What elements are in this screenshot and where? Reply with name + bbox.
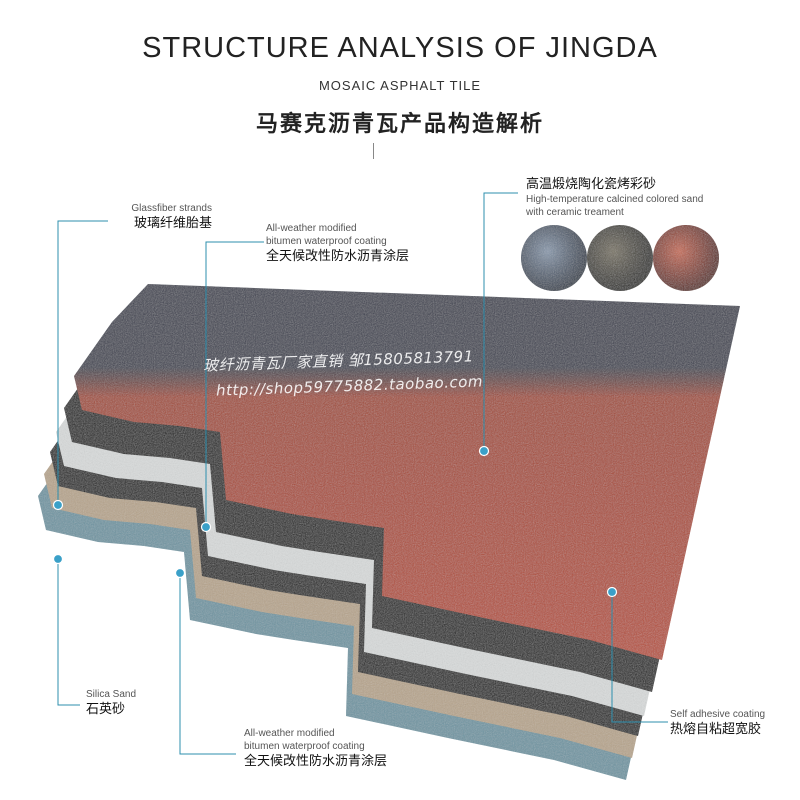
label-sand-en2: with ceramic treament [526,207,624,218]
label-glassfiber-en: Glassfiber strands [131,203,212,214]
label-coating-top-en2: bitumen waterproof coating [266,236,387,247]
label-glassfiber-cn: 玻璃纤维胎基 [133,216,212,231]
page-subtitle: MOSAIC ASPHALT TILE [318,78,482,93]
label-adhesive: Self adhesive coating 热熔自粘超宽胶 [670,708,765,736]
label-coating-top: All-weather modified bitumen waterproof … [266,222,409,263]
label-silica: Silica Sand 石英砂 [86,688,136,716]
leader-coating-bottom [179,573,236,755]
sand-sample-blue [521,225,587,291]
leader-glassfiber [57,220,108,503]
label-sand-cn: 高温煅烧陶化瓷烤彩砂 [526,177,657,192]
label-sand-en1: High-temperature calcined colored sand [526,194,704,205]
leader-sand [483,192,518,450]
label-coating-bottom-cn: 全天候改性防水沥青涂层 [244,754,388,769]
leader-dots [52,445,618,598]
label-coating-bottom: All-weather modified bitumen waterproof … [244,727,387,768]
label-adhesive-en: Self adhesive coating [670,709,766,720]
page-title: STRUCTURE ANALYSIS OF JINGDA [142,32,658,64]
sand-sample-black [587,225,653,291]
label-adhesive-cn: 热熔自粘超宽胶 [670,722,762,737]
shingle-layers [38,284,740,780]
leader-coating-top [205,241,264,526]
title-divider [373,143,374,159]
page-title-chinese: 马赛克沥青瓦产品构造解析 [255,112,544,137]
leader-silica [57,560,80,706]
label-coating-top-en1: All-weather modified [266,223,357,234]
leader-lines [57,192,668,755]
layer-colored-sand [74,284,740,660]
label-coating-bottom-en1: All-weather modified [244,728,335,739]
label-silica-cn: 石英砂 [86,702,126,717]
label-glassfiber: Glassfiber strands 玻璃纤维胎基 [108,202,212,230]
sand-sample-red [653,225,719,291]
label-silica-en: Silica Sand [86,689,137,700]
leader-adhesive [611,592,668,723]
label-sand: 高温煅烧陶化瓷烤彩砂 High-temperature calcined col… [526,178,703,219]
label-coating-bottom-en2: bitumen waterproof coating [244,741,365,752]
label-coating-top-cn: 全天候改性防水沥青涂层 [266,249,410,264]
